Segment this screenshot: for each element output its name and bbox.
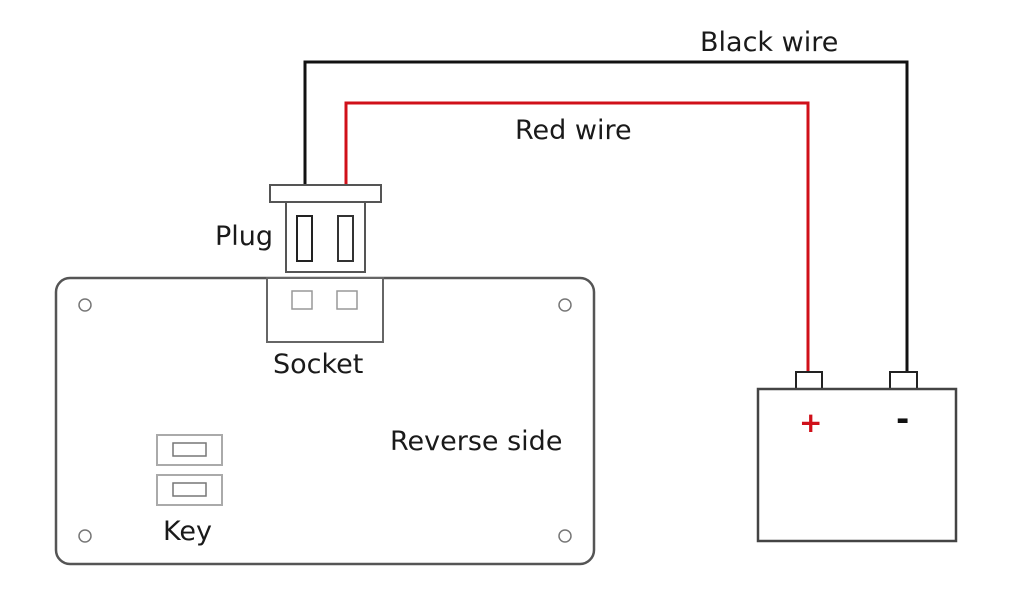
socket-pin-left	[291, 290, 313, 310]
plug-pin-left	[296, 215, 313, 262]
label-socket: Socket	[273, 349, 363, 380]
label-red-wire: Red wire	[515, 115, 632, 146]
mounting-hole-bottom-right	[558, 529, 572, 543]
key-button-upper-inner	[172, 442, 207, 457]
key-button-upper	[156, 434, 223, 466]
key-button-lower-inner	[172, 482, 207, 497]
battery	[756, 387, 958, 543]
key-button-lower	[156, 474, 223, 506]
plug-cap	[269, 184, 382, 203]
label-plug: Plug	[215, 221, 273, 252]
label-black-wire: Black wire	[700, 27, 838, 58]
mounting-hole-bottom-left	[78, 529, 92, 543]
battery-negative-symbol: -	[896, 400, 909, 438]
mounting-hole-top-left	[78, 298, 92, 312]
mounting-hole-top-right	[558, 298, 572, 312]
label-reverse-side: Reverse side	[390, 426, 562, 457]
battery-positive-symbol: +	[799, 406, 822, 439]
battery-terminal-positive	[795, 371, 823, 390]
socket	[266, 277, 384, 343]
plug-pin-right	[337, 215, 354, 262]
red-wire	[344, 101, 810, 375]
battery-terminal-negative	[889, 371, 918, 390]
label-key: Key	[163, 516, 212, 547]
socket-pin-right	[336, 290, 358, 310]
black-wire	[303, 60, 909, 375]
